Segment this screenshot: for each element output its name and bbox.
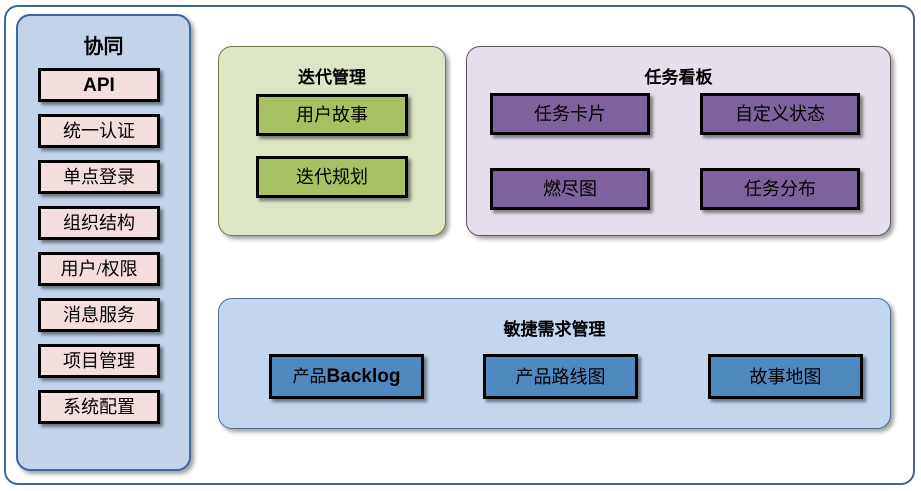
taskboard-item-task-distribution[interactable]: 任务分布 <box>700 168 860 210</box>
collab-item-message-service-label: 消息服务 <box>63 305 135 325</box>
agile-item-story-map[interactable]: 故事地图 <box>708 354 863 399</box>
collab-item-user-permission[interactable]: 用户/权限 <box>38 252 160 286</box>
iteration-item-iteration-planning-label: 迭代规划 <box>296 167 368 187</box>
agile-item-product-roadmap[interactable]: 产品路线图 <box>483 354 638 399</box>
collab-item-system-config-label: 系统配置 <box>63 397 135 417</box>
iteration-item-iteration-planning[interactable]: 迭代规划 <box>256 156 408 198</box>
collab-item-org-structure-label: 组织结构 <box>63 213 135 233</box>
taskboard-item-burndown-chart[interactable]: 燃尽图 <box>490 168 650 210</box>
iteration-item-user-story-label: 用户故事 <box>296 105 368 125</box>
taskboard-item-burndown-chart-label: 燃尽图 <box>543 179 597 199</box>
collab-item-unified-auth-label: 统一认证 <box>63 121 135 141</box>
panel-agile-requirement-management-title: 敏捷需求管理 <box>503 320 606 339</box>
diagram-outer-frame <box>4 5 915 485</box>
collab-item-api-label: API <box>83 74 115 96</box>
agile-item-product-roadmap-label: 产品路线图 <box>515 366 606 387</box>
agile-item-product-backlog-label-cjk: 产品 <box>292 367 327 386</box>
collab-item-system-config[interactable]: 系统配置 <box>38 390 160 424</box>
agile-item-product-backlog-label: 产品Backlog <box>293 367 401 386</box>
taskboard-item-custom-status[interactable]: 自定义状态 <box>700 93 860 135</box>
collab-item-sso-label: 单点登录 <box>63 167 135 187</box>
panel-iteration-management-title: 迭代管理 <box>298 68 366 87</box>
taskboard-item-task-distribution-label: 任务分布 <box>744 179 816 199</box>
collab-item-message-service[interactable]: 消息服务 <box>38 298 160 332</box>
agile-item-product-backlog-label-bold: Backlog <box>326 366 401 387</box>
collab-item-user-permission-label: 用户/权限 <box>60 259 138 279</box>
collab-item-project-management-label: 项目管理 <box>63 351 135 371</box>
panel-collaboration-title: 协同 <box>83 36 124 58</box>
taskboard-item-task-card[interactable]: 任务卡片 <box>490 93 650 135</box>
agile-item-story-map-label: 故事地图 <box>749 366 822 387</box>
collab-item-api[interactable]: API <box>38 68 160 102</box>
iteration-item-user-story[interactable]: 用户故事 <box>256 94 408 136</box>
panel-task-board-title: 任务看板 <box>644 68 713 87</box>
collab-item-unified-auth[interactable]: 统一认证 <box>38 114 160 148</box>
taskboard-item-custom-status-label: 自定义状态 <box>735 104 825 124</box>
collab-item-org-structure[interactable]: 组织结构 <box>38 206 160 240</box>
taskboard-item-task-card-label: 任务卡片 <box>534 104 606 124</box>
agile-item-product-backlog[interactable]: 产品Backlog <box>269 354 424 399</box>
panel-iteration-management[interactable]: 迭代管理 <box>218 46 446 236</box>
collab-item-project-management[interactable]: 项目管理 <box>38 344 160 378</box>
collab-item-sso[interactable]: 单点登录 <box>38 160 160 194</box>
